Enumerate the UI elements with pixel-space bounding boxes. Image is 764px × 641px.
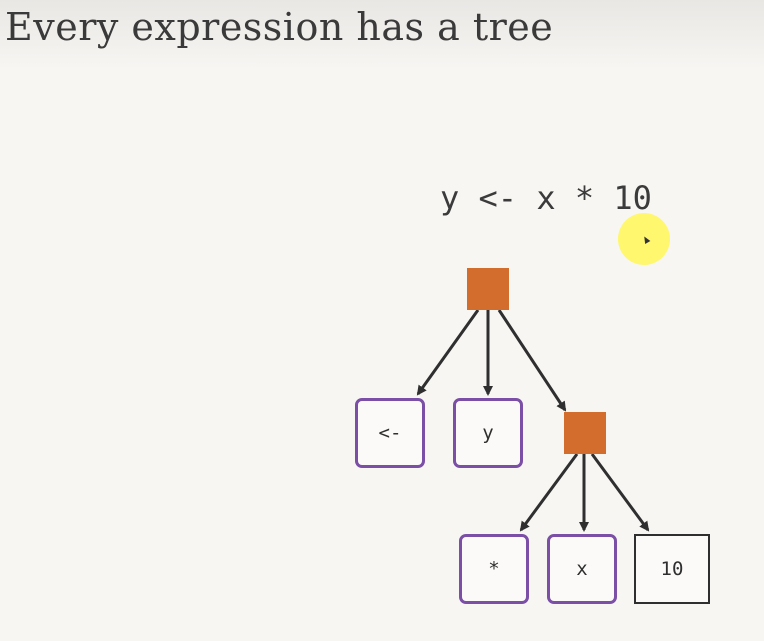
symbol-node-label: <- [378, 422, 402, 444]
cursor-highlight [618, 213, 670, 265]
edge-root-to-assign [416, 309, 480, 396]
edge-root-to-call [497, 309, 567, 412]
nested-call-node [564, 412, 606, 454]
slide-title: Every expression has a tree [5, 5, 554, 49]
symbol-node-x: x [547, 534, 617, 604]
symbol-node-multiply: * [459, 534, 529, 604]
symbol-node-y: y [453, 398, 523, 468]
edge-call-to-ten [590, 453, 650, 532]
constant-node-label: 10 [660, 558, 684, 580]
expression-code: y <- x * 10 [440, 179, 652, 217]
symbol-node-label: y [482, 422, 494, 444]
symbol-node-label: x [576, 558, 588, 580]
root-call-node [467, 268, 509, 310]
symbol-node-label: * [488, 558, 500, 580]
constant-node-ten: 10 [634, 534, 710, 604]
edge-call-to-multiply [519, 453, 579, 532]
symbol-node-assign: <- [355, 398, 425, 468]
title-bar-background [0, 0, 764, 70]
